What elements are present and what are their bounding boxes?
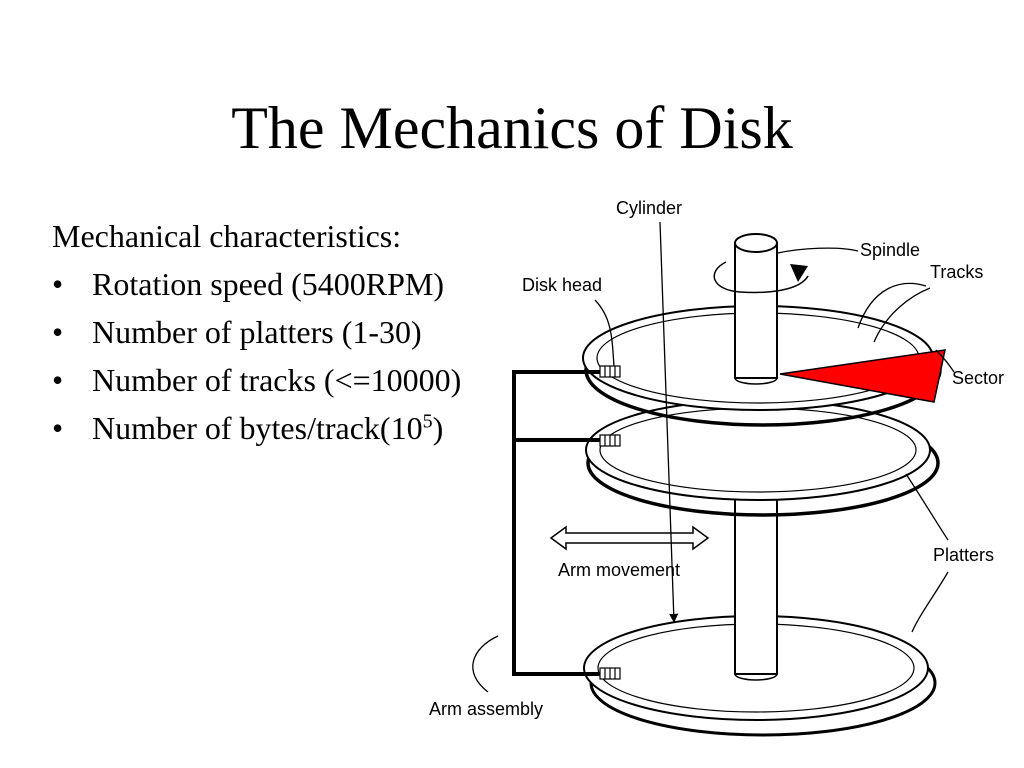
disk-head-icon <box>599 365 621 680</box>
cylinder-label: Cylinder <box>616 198 682 218</box>
exponent: 5 <box>422 410 433 433</box>
disk-head-label: Disk head <box>522 275 602 295</box>
sector-label: Sector <box>952 368 1004 388</box>
tracks-label: Tracks <box>930 262 983 282</box>
bullet-icon: • <box>52 362 64 398</box>
leader-lines <box>472 221 955 693</box>
list-item-text: Number of bytes/track(105) <box>92 404 443 452</box>
list-item: • Rotation speed (5400RPM) <box>52 260 522 308</box>
rotation-arrow-icon <box>713 261 809 294</box>
arm-assembly-leader <box>472 635 499 693</box>
platter-middle <box>585 399 940 517</box>
sector-wedge <box>779 349 946 403</box>
double-arrow-icon <box>549 525 710 551</box>
list-item: • Number of tracks (<=10000) <box>52 356 522 404</box>
bullet-list: Mechanical characteristics: • Rotation s… <box>52 212 522 452</box>
arm-assembly-label: Arm assembly <box>429 699 543 719</box>
bullet-icon: • <box>52 410 64 446</box>
cylinder-arrow <box>659 221 679 623</box>
bullet-icon: • <box>52 314 64 350</box>
spindle-upper <box>734 233 778 385</box>
slide-title: The Mechanics of Disk <box>231 95 793 161</box>
platters-label: Platters <box>933 545 994 565</box>
platters-leader-1 <box>905 473 949 541</box>
platters-leader-2 <box>911 571 949 633</box>
bullet-icon: • <box>52 266 64 302</box>
sector-leader <box>935 349 955 373</box>
list-item-text: Number of tracks (<=10000) <box>92 362 462 398</box>
disk-head-leader <box>594 299 615 367</box>
list-item: • Number of bytes/track(105) <box>52 404 522 452</box>
list-item-text: Rotation speed (5400RPM) <box>92 266 444 302</box>
arm-movement-label: Arm movement <box>558 560 680 580</box>
list-item: • Number of platters (1-30) <box>52 308 522 356</box>
list-item-text-main: Number of bytes/track(10 <box>92 410 423 446</box>
tracks-leader-2 <box>873 287 931 343</box>
list-item-text-tail: ) <box>432 410 444 446</box>
spindle-leader <box>777 247 859 254</box>
arm-assembly <box>512 370 600 676</box>
tracks-leader-1 <box>857 282 927 329</box>
list-heading: Mechanical characteristics: <box>52 218 402 254</box>
spindle-label: Spindle <box>860 240 920 260</box>
spindle-lower <box>734 491 778 675</box>
list-item-text: Number of platters (1-30) <box>92 314 422 350</box>
